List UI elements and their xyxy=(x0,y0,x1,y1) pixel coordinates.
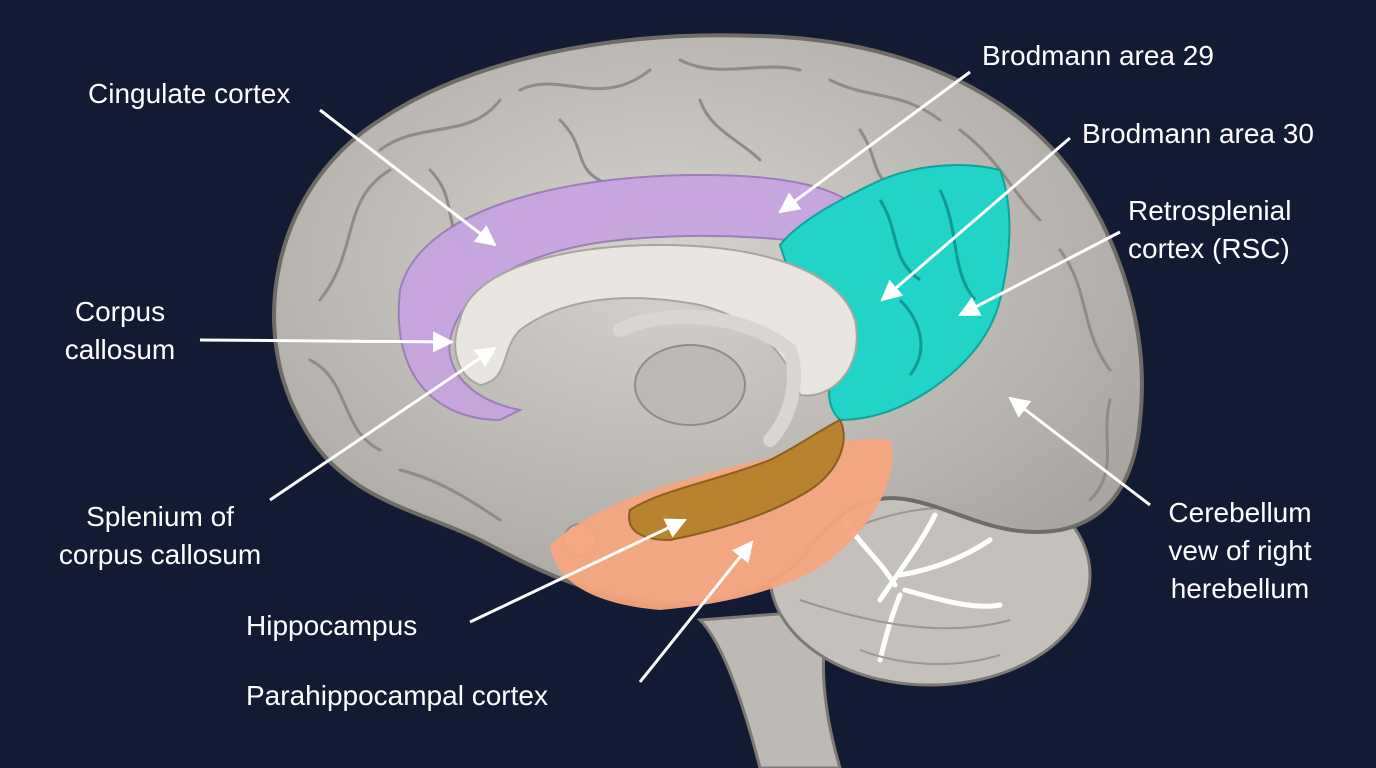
label-hippocampus: Hippocampus xyxy=(246,607,417,645)
label-retrosplenial-cortex: Retrosplenial cortex (RSC) xyxy=(1128,192,1291,268)
leader-corpus-callosum xyxy=(200,340,452,342)
label-corpus-callosum: Corpus callosum xyxy=(50,293,190,369)
label-brodmann-29: Brodmann area 29 xyxy=(982,37,1214,75)
label-cerebellum: Cerebellum vew of right herebellum xyxy=(1140,494,1340,608)
thalamus xyxy=(635,345,745,425)
label-parahippocampal-cortex: Parahippocampal cortex xyxy=(246,677,548,715)
label-splenium: Splenium of corpus callosum xyxy=(30,498,290,574)
label-brodmann-30: Brodmann area 30 xyxy=(1082,115,1314,153)
label-cingulate-cortex: Cingulate cortex xyxy=(88,75,290,113)
